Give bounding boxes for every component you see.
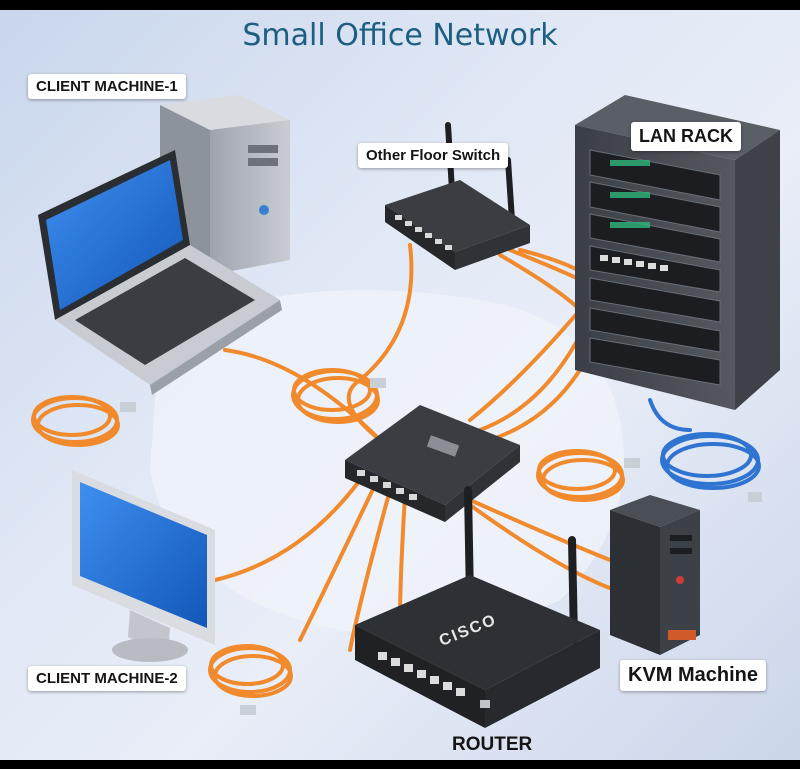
laptop	[38, 150, 282, 395]
rj45-plug	[120, 402, 136, 412]
orange-coil-left	[31, 395, 120, 447]
orange-coil-bottom	[208, 644, 293, 698]
orange-coil-center	[291, 368, 380, 424]
rj45-plug	[624, 458, 640, 468]
rj45-plug	[748, 492, 762, 502]
label-client-machine-2: CLIENT MACHINE-2	[28, 666, 186, 691]
kvm-tower	[610, 495, 700, 655]
center-switch	[345, 405, 520, 522]
rj45-plug	[240, 705, 256, 715]
label-client-machine-1: CLIENT MACHINE-1	[28, 74, 186, 99]
orange-coil-right	[536, 449, 625, 502]
label-other-floor-switch: Other Floor Switch	[358, 143, 509, 168]
label-kvm-machine: KVM Machine	[620, 660, 767, 691]
diagram-title: Small Office Network	[242, 18, 558, 53]
lan-rack	[575, 95, 780, 410]
label-lan-rack: LAN RACK	[631, 122, 741, 151]
other-floor-switch	[385, 122, 530, 270]
router	[355, 486, 600, 728]
label-router: ROUTER	[452, 734, 533, 755]
monitor	[72, 470, 215, 662]
rj45-plug	[370, 378, 386, 388]
